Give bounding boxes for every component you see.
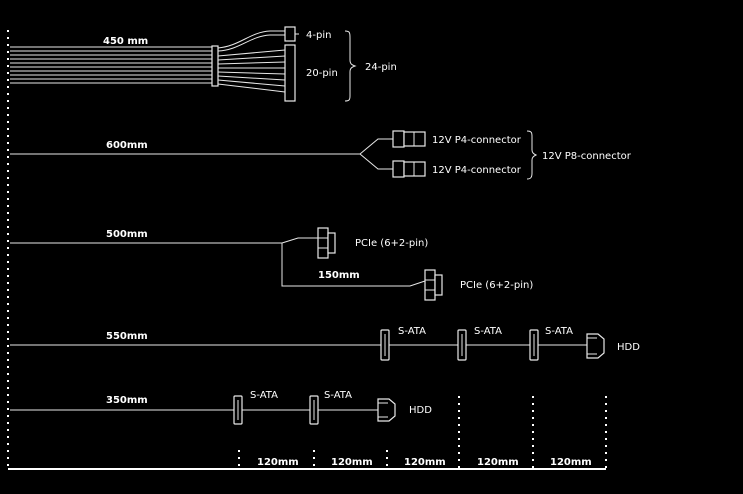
pcie-length-label: 500mm <box>106 229 148 240</box>
pcie-cable: 500mm PCIe (6+2-pin) 150mm PCIe (6+2-pin… <box>10 227 533 301</box>
pcie-label-a: PCIe (6+2-pin) <box>355 238 428 249</box>
sata2-label-2: S-ATA <box>324 390 352 401</box>
atx-sleeve <box>211 45 219 87</box>
sata2-length-label: 350mm <box>106 395 148 406</box>
pcie-connector-b <box>424 269 443 301</box>
hdd-molex-connector <box>586 333 605 359</box>
atx-length-label: 450 mm <box>103 36 148 47</box>
4-pin-label: 4-pin <box>306 30 331 41</box>
scale-segment-3: 120mm <box>404 457 446 468</box>
cpu-cable: 600mm 12V P4-connector 12V P4-connector … <box>10 130 632 180</box>
sata1-label-2: S-ATA <box>474 326 502 337</box>
pcie-wire-b <box>281 243 426 287</box>
cpu-length-label: 600mm <box>106 140 148 151</box>
24-pin-label: 24-pin <box>365 62 397 73</box>
cpu-branch-lower <box>359 153 393 170</box>
cpu-branch-upper <box>359 138 393 155</box>
atx-fanout-wires <box>217 30 286 93</box>
sata-cable-2: 350mm S-ATA S-ATA HDD <box>10 390 432 425</box>
pcie-wire-a <box>281 237 318 244</box>
pcie-label-b: PCIe (6+2-pin) <box>460 280 533 291</box>
scale-segment-5: 120mm <box>550 457 592 468</box>
p4-connector-lower <box>392 160 426 178</box>
p8-brace <box>526 130 538 180</box>
sata1-label-1: S-ATA <box>398 326 426 337</box>
20-pin-label: 20-pin <box>306 68 338 79</box>
pcie-connector-a <box>317 227 336 259</box>
p4-connector-upper <box>392 130 426 148</box>
p8-label: 12V P8-connector <box>542 151 632 162</box>
sata2-hdd-label: HDD <box>409 405 432 416</box>
scale-segment-2: 120mm <box>331 457 373 468</box>
20-pin-connector <box>284 44 296 102</box>
sata2-label-1: S-ATA <box>250 390 278 401</box>
4-pin-connector <box>284 26 296 42</box>
atx-wire-bundle <box>10 46 212 84</box>
24-pin-brace <box>344 30 357 102</box>
sata-connector <box>380 329 390 361</box>
scale-segment-4: 120mm <box>477 457 519 468</box>
scale-bar: 120mm 120mm 120mm 120mm 120mm <box>8 457 606 470</box>
hdd-molex-connector <box>377 398 396 422</box>
sata1-hdd-label: HDD <box>617 342 640 353</box>
p4-label-lower: 12V P4-connector <box>432 165 522 176</box>
sata1-label-3: S-ATA <box>545 326 573 337</box>
sata-cable-1: 550mm S-ATA S-ATA S-ATA HDD <box>10 326 640 361</box>
scale-segment-1: 120mm <box>257 457 299 468</box>
sata-connector <box>309 395 319 425</box>
atx-cable: 450 mm 4-pin 20-pin 24-pin <box>10 26 397 102</box>
spacing-guides <box>238 396 607 470</box>
sata-connector <box>529 329 539 361</box>
p4-label-upper: 12V P4-connector <box>432 135 522 146</box>
sata1-length-label: 550mm <box>106 331 148 342</box>
sata-connector <box>233 395 243 425</box>
sata-connector <box>457 329 467 361</box>
pcie-extension-label: 150mm <box>318 270 360 281</box>
